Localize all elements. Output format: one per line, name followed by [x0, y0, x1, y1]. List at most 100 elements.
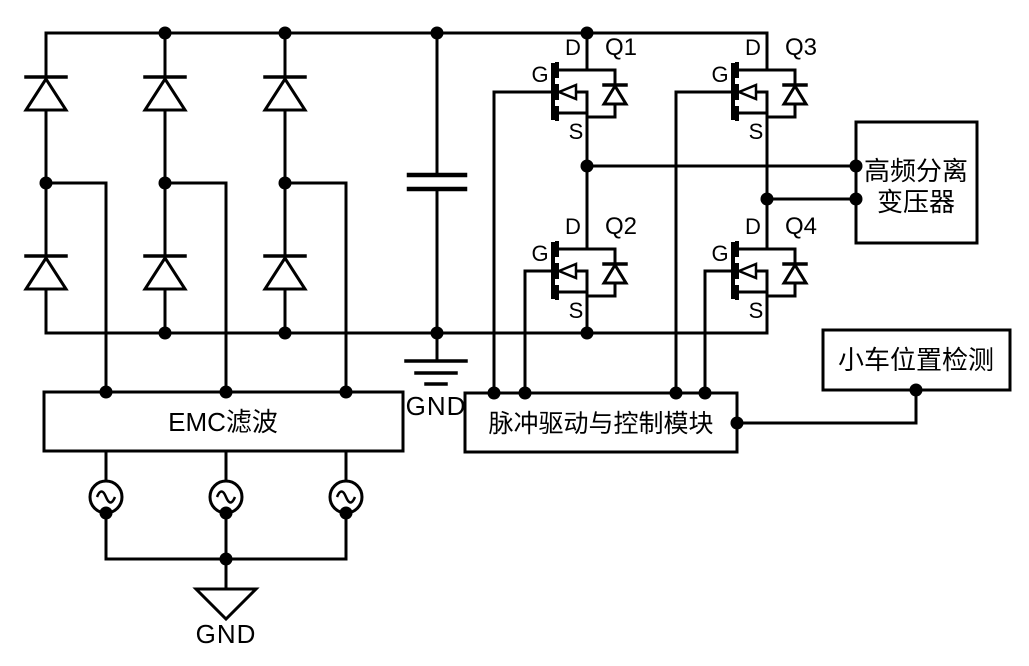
sine-wave-icon [335, 490, 357, 504]
mosfet-gate-label: G [711, 62, 728, 87]
position-detector-box: 小车位置检测 [821, 328, 1012, 392]
mosfet-drain-label: D [745, 214, 761, 239]
diode-triangle [262, 255, 308, 291]
mosfet-gate-label: G [531, 241, 548, 266]
mosfet-gate-label: G [531, 62, 548, 87]
control-module-box: 脉冲驱动与控制模块 [463, 391, 739, 454]
junction-dot [39, 176, 53, 190]
rectifier-diode [262, 254, 308, 291]
mosfet-body-arrow [555, 262, 578, 280]
junction-dot [487, 386, 501, 400]
junction-dot [849, 159, 863, 173]
mosfet-q4: D Q4G S [711, 213, 817, 323]
junction-dot [158, 326, 172, 340]
junction-dot [580, 326, 594, 340]
body-diode-wire [587, 104, 617, 119]
junction-dot [760, 192, 774, 206]
mosfet-source-label: S [569, 119, 584, 144]
mosfet-body-arrow [735, 262, 758, 280]
junction-dot [278, 326, 292, 340]
body-diode-wire [767, 247, 797, 264]
sine-wave-icon [215, 490, 237, 504]
body-diode-wire [767, 283, 797, 298]
mosfet-drain-label: D [565, 35, 581, 60]
hf-transformer-label-line2: 变压器 [877, 187, 955, 217]
junction-dot [430, 326, 444, 340]
mosfet-drain-label: D [745, 35, 761, 60]
diode-triangle [142, 255, 188, 291]
diode-triangle [23, 255, 69, 291]
body-diode-wire [767, 104, 797, 119]
hf-transformer-label-line1: 高频分离 [864, 156, 968, 186]
junction-dot [580, 26, 594, 40]
rectifier-diode [142, 254, 188, 291]
sine-wave-icon [95, 490, 117, 504]
body-diode-wire [767, 68, 797, 85]
mosfet-source-label: S [749, 298, 764, 323]
junction-dot [219, 506, 233, 520]
hf-transformer-box: 高频分离 变压器 [854, 120, 979, 245]
junction-dot [339, 506, 353, 520]
mosfet-source-label: S [569, 298, 584, 323]
junction-dot [99, 385, 113, 399]
mosfet-q2: D Q2G S [531, 213, 637, 323]
mosfet-name-label: Q4 [785, 213, 817, 240]
mosfet-q3: D Q3G S [711, 34, 817, 144]
junction-dot [518, 386, 532, 400]
emc-filter-label: EMC滤波 [168, 407, 278, 437]
body-diode-triangle [781, 262, 809, 285]
rectifier-diode [262, 75, 308, 112]
junction-dot [430, 26, 444, 40]
mosfet-source-label: S [749, 119, 764, 144]
junction-dot [158, 176, 172, 190]
junction-dot [219, 552, 233, 566]
mosfet-name-label: Q1 [605, 34, 637, 61]
earth-ground-label: GND [196, 619, 257, 649]
mosfet-gate-label: G [711, 241, 728, 266]
diode-triangle [23, 76, 69, 112]
body-diode-triangle [781, 83, 809, 106]
body-diode-wire [587, 247, 617, 264]
junction-dot [278, 176, 292, 190]
rectifier-diode [23, 254, 69, 291]
position-detector-outline [821, 328, 1012, 392]
body-diode-wire [587, 283, 617, 298]
junction-dot [339, 385, 353, 399]
mosfet-body-arrow [555, 83, 578, 101]
emc-filter-box: EMC滤波 [42, 390, 405, 453]
body-diode-wire [587, 68, 617, 85]
body-diode-triangle [601, 83, 629, 106]
rectifier-diode [23, 75, 69, 112]
mosfet-name-label: Q3 [785, 34, 817, 61]
junction-dot [278, 26, 292, 40]
mosfet-body-arrow [735, 83, 758, 101]
chassis-ground-label: GND [406, 391, 467, 421]
control-module-label: 脉冲驱动与控制模块 [488, 410, 713, 438]
rectifier-diode [142, 75, 188, 112]
junctions-layer [39, 26, 923, 566]
junction-dot [580, 159, 594, 173]
hf-transformer-outline [854, 120, 979, 245]
position-detector-label: 小车位置检测 [838, 345, 994, 375]
junction-dot [158, 26, 172, 40]
body-diode-triangle [601, 262, 629, 285]
junction-dot [669, 386, 683, 400]
mosfet-q1: D Q1G S [531, 34, 637, 144]
chassis-ground [404, 359, 468, 386]
diode-triangle [142, 76, 188, 112]
junction-dot [909, 383, 923, 397]
junction-dot [730, 416, 744, 430]
junction-dot [849, 192, 863, 206]
mosfet-name-label: Q2 [605, 213, 637, 240]
earth-ground-triangle [192, 587, 260, 622]
capacitor [406, 172, 468, 192]
junction-dot [698, 386, 712, 400]
mosfet-drain-label: D [565, 214, 581, 239]
ac-source [328, 479, 364, 515]
junction-dot [99, 506, 113, 520]
junction-dot [219, 385, 233, 399]
diode-triangle [262, 76, 308, 112]
